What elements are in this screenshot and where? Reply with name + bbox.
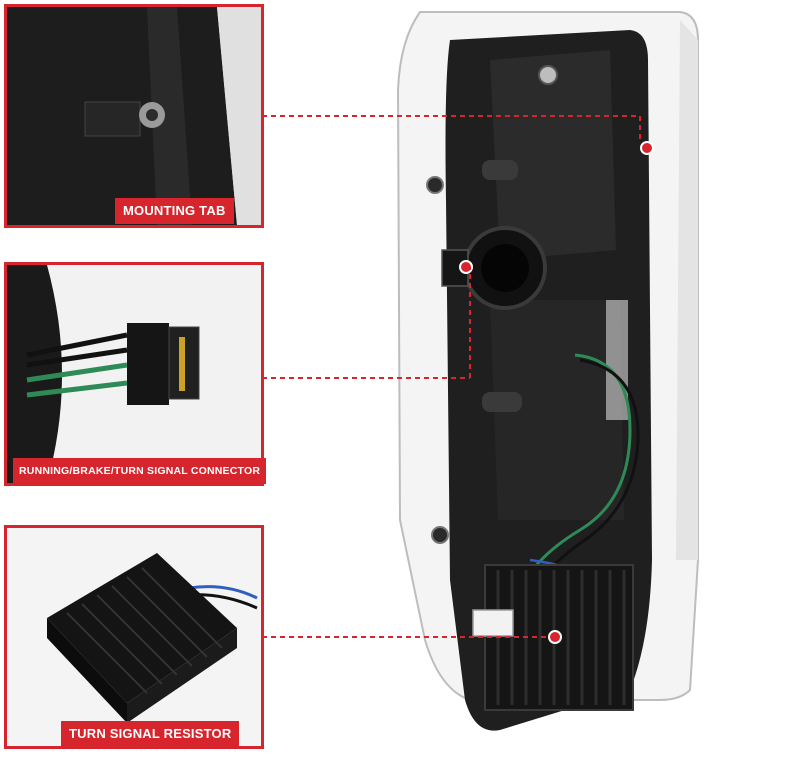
inset-mounting-tab xyxy=(4,4,264,228)
screw-left-icon xyxy=(426,176,444,194)
tail-lamp-housing xyxy=(396,11,699,731)
resistor-body xyxy=(47,553,237,703)
inset-connector xyxy=(4,262,264,486)
highlight-dot-resistor xyxy=(548,630,562,644)
callout-label-resistor: TURN SIGNAL RESISTOR xyxy=(61,721,240,747)
screw-bottom-icon xyxy=(431,526,449,544)
highlight-dot-mounting-tab xyxy=(640,141,654,155)
inset-resistor xyxy=(4,525,264,749)
callout-label-mounting-tab: MOUNTING TAB xyxy=(115,198,234,224)
screw-top-icon xyxy=(538,65,558,85)
callout-label-connector: RUNNING/BRAKE/TURN SIGNAL CONNECTOR xyxy=(13,458,267,484)
resistor-plug xyxy=(472,609,514,637)
highlight-dot-connector xyxy=(459,260,473,274)
connector-housing xyxy=(127,323,169,405)
